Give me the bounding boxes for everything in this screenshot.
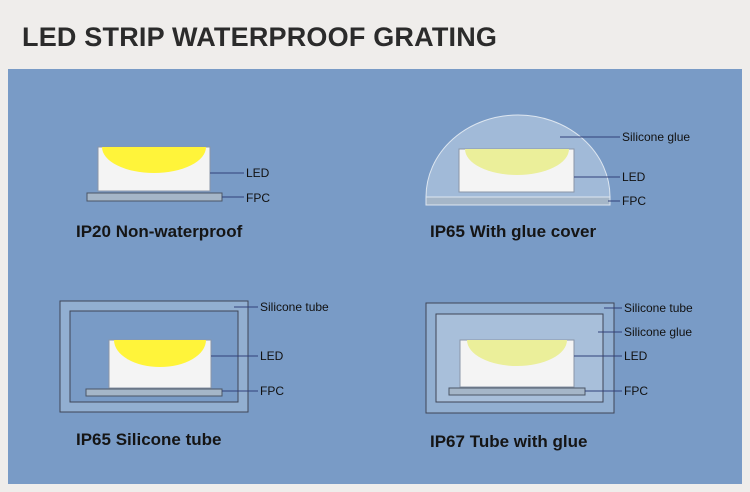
diagram-ip67-tube-with-glue: Silicone tube Silicone glue LED FPC IP67… [425,301,693,451]
label-led: LED [246,166,270,180]
page-title: LED STRIP WATERPROOF GRATING [22,22,498,52]
diagram-ip65-silicone-tube: Silicone tube LED FPC IP65 Silicone tube [59,300,329,449]
label-fpc: FPC [260,384,284,398]
label-fpc: FPC [622,194,646,208]
caption-ip65-glue-cover: IP65 With glue cover [430,222,596,241]
label-silicone-glue: Silicone glue [624,325,692,339]
diagram-canvas: LED FPC IP20 Non-waterproof Silicone glu… [59,114,693,451]
label-led: LED [622,170,646,184]
label-led: LED [260,349,284,363]
fpc-board [86,192,223,202]
label-silicone-glue: Silicone glue [622,130,690,144]
caption-ip20: IP20 Non-waterproof [76,222,243,241]
label-led: LED [624,349,648,363]
fpc-board [425,196,611,206]
label-fpc: FPC [246,191,270,205]
led-light [102,147,206,173]
fpc-board [448,387,586,396]
diagram-panel: LED FPC IP20 Non-waterproof Silicone glu… [8,69,742,484]
led-light [467,340,567,366]
label-fpc: FPC [624,384,648,398]
diagram-ip65-glue-cover: Silicone glue LED FPC IP65 With glue cov… [425,114,690,241]
caption-ip67-tube-with-glue: IP67 Tube with glue [430,432,587,451]
diagram-ip20: LED FPC IP20 Non-waterproof [76,146,270,241]
led-light [114,340,206,367]
label-silicone-tube: Silicone tube [624,301,693,315]
caption-ip65-silicone-tube: IP65 Silicone tube [76,430,222,449]
label-silicone-tube: Silicone tube [260,300,329,314]
led-light [465,149,569,175]
fpc-board [85,388,223,397]
